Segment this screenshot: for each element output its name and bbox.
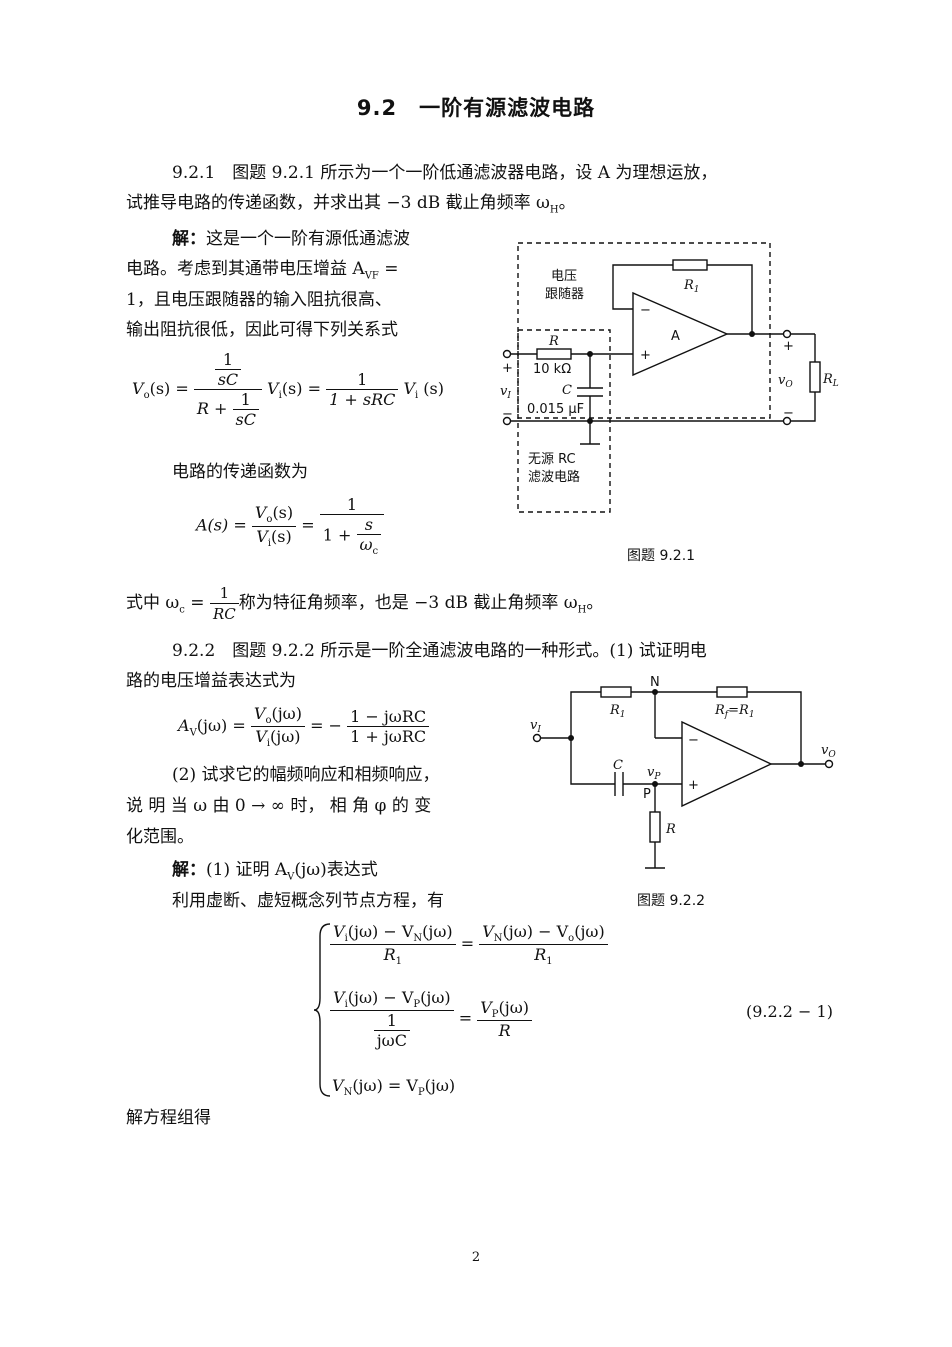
problem-922-line2: 路的电压增益表达式为 <box>126 671 296 691</box>
label-r1: R1 <box>683 278 700 295</box>
question-2-line1: (2) 试求它的幅频响应和相频响应， <box>172 765 440 785</box>
opamp-triangle <box>632 291 729 377</box>
equation-number: (9.2.2 − 1) <box>746 1002 833 1021</box>
label-vo: vO <box>821 743 836 760</box>
solution-922-line1: 解：(1) 证明 AV(jω)表达式 <box>172 860 378 883</box>
page-number: 2 <box>471 1250 481 1265</box>
label-node-n: N <box>650 675 660 690</box>
follower-label-line1: 电压 <box>551 269 577 284</box>
label-c-value: 0.015 μF <box>527 402 584 417</box>
circuit-diagram-921: 电压 跟随器 R1 A − + R 10 kΩ C 0.015 μF + vI … <box>500 242 839 513</box>
label-vi: vI <box>530 718 541 735</box>
label-vi: vI <box>500 384 511 401</box>
resistor-r <box>536 348 572 360</box>
opamp-triangle <box>681 720 773 808</box>
final-line: 解方程组得 <box>126 1108 211 1128</box>
problem-921-line1: 9.2.1 图题 9.2.1 所示为一个一阶低通滤波器电路，设 A 为理想运放， <box>172 163 718 183</box>
question-2-line2: 说 明 当 ω 由 0 → ∞ 时， 相 角 φ 的 变 <box>126 796 432 816</box>
system-eq-3: VN(jω) = VP(jω) <box>332 1076 456 1099</box>
label-vo: vO <box>778 373 793 390</box>
solution-921-line4: 输出阻抗很低，因此可得下列关系式 <box>126 320 398 340</box>
label-r-value: 10 kΩ <box>533 362 571 377</box>
resistor-r1 <box>600 686 632 698</box>
label-minus: − <box>688 733 699 748</box>
circuit-diagram-922: N R1 Rf=R1 vI vO − + C vP P R <box>530 675 836 869</box>
label-c: C <box>562 383 572 398</box>
solution-922-line2: 利用虚断、虚短概念列节点方程，有 <box>172 891 444 911</box>
figure-921-caption: 图题 9.2.1 <box>627 548 696 564</box>
label-r1: R1 <box>609 703 626 720</box>
label-minus: − <box>640 303 651 318</box>
resistor-r <box>649 811 661 843</box>
follower-label-line2: 跟随器 <box>545 287 584 302</box>
label-plus: + <box>640 348 651 363</box>
passive-label-line1: 无源 RC <box>528 452 576 467</box>
section-title: 9.2 一阶有源滤波电路 <box>356 96 596 120</box>
problem-921-line2: 试推导电路的传递函数，并求出其 −3 dB 截止角频率 ωH。 <box>126 193 576 216</box>
transfer-function-intro: 电路的传递函数为 <box>172 462 308 482</box>
label-plus: + <box>688 778 699 793</box>
label-node-p: P <box>643 787 651 802</box>
label-vi-plus: + <box>502 361 513 376</box>
label-r: R <box>665 822 676 837</box>
solution-921-line2: 电路。考虑到其通带电压增益 AVF = <box>126 259 399 282</box>
system-eq-1: Vi(jω) − VN(jω)R1 = VN(jω) − Vo(jω)R1 <box>330 922 608 967</box>
system-brace <box>313 923 331 1097</box>
label-opamp-a: A <box>671 329 680 344</box>
solution-921-line1: 解：这是一个一阶有源低通滤波 <box>172 229 410 249</box>
resistor-rf <box>716 686 748 698</box>
solution-921-line3: 1，且电压跟随器的输入阻抗很高、 <box>126 290 392 310</box>
resistor-rl <box>809 361 821 393</box>
passive-label-line2: 滤波电路 <box>528 469 580 485</box>
problem-922-line1: 9.2.2 图题 9.2.2 所示是一阶全通滤波电路的一种形式。(1) 试证明电 <box>172 641 707 661</box>
label-vo-minus: − <box>783 406 794 421</box>
label-vi-minus: − <box>502 407 513 422</box>
figure-922-caption: 图题 9.2.2 <box>637 893 706 909</box>
question-2-line3: 化范围。 <box>126 827 194 847</box>
label-rl: RL <box>822 372 839 389</box>
label-r: R <box>548 334 559 349</box>
resistor-r1 <box>672 259 708 271</box>
label-vo-plus: + <box>783 339 794 354</box>
label-rf: Rf=R1 <box>714 703 755 720</box>
label-c: C <box>613 758 623 773</box>
label-vp: vP <box>647 765 661 782</box>
